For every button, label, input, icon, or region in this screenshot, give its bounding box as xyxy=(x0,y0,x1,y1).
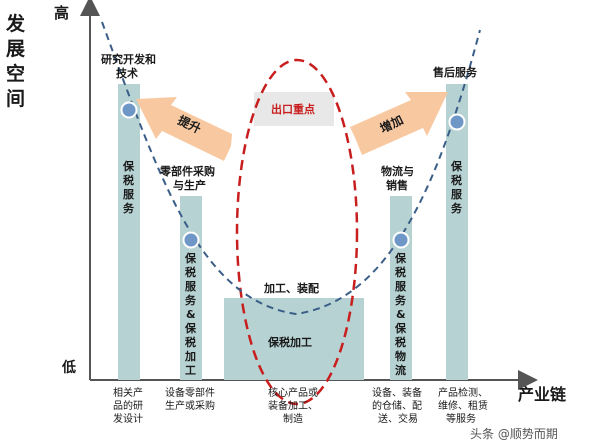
bar-aftersales-text: 保 税 服 务 xyxy=(450,159,463,215)
bar-logistics-char-7: 税 xyxy=(395,335,406,349)
export-focus-box xyxy=(254,92,334,126)
bottom-label-aftersales-line2: 维修、租赁 xyxy=(438,399,488,412)
y-axis-low-label: 低 xyxy=(61,359,76,376)
bar-parts-text: 保 税 服 务 & 保 税 加 工 xyxy=(184,251,197,377)
bar-rd-char-2: 税 xyxy=(123,173,134,187)
bar-rd-char-3: 服 xyxy=(123,188,135,201)
bottom-label-aftersales: 产品检测、 维修、租赁 等服务 xyxy=(438,386,488,425)
bar-parts-char-8: 加 xyxy=(184,349,196,363)
y-axis-title: 发 展 空 间 xyxy=(5,12,26,110)
bottom-label-aftersales-line3: 等服务 xyxy=(446,412,476,425)
bar-parts-char-1: 保 xyxy=(184,251,197,265)
x-axis-title: 产业链 xyxy=(518,385,567,404)
bonded-processing-label: 保税加工 xyxy=(267,335,312,349)
bar-parts-char-5: & xyxy=(186,308,196,321)
bar-core-processing xyxy=(224,298,364,380)
bar-logistics-char-1: 保 xyxy=(394,251,407,265)
bottom-label-rd-line2: 品的研 xyxy=(113,399,143,412)
bar-logistics-char-6: 保 xyxy=(394,321,407,335)
bottom-label-rd: 相关产 品的研 发设计 xyxy=(113,386,143,425)
bar-aftersales-char-1: 保 xyxy=(450,159,463,173)
bar-parts-char-7: 税 xyxy=(185,335,196,349)
bottom-label-core-line2: 装备加工、 xyxy=(268,399,318,412)
y-axis-title-char-4: 间 xyxy=(6,88,25,110)
label-rd-line1: 研究开发和 xyxy=(101,52,156,66)
bar-rd-text: 保 税 服 务 xyxy=(122,159,135,215)
bar-logistics-text: 保 税 服 务 & 保 税 物 流 xyxy=(394,251,407,377)
bar-rd xyxy=(118,84,140,380)
label-rd-line2: 技术 xyxy=(116,66,138,80)
curve-dot-parts xyxy=(182,231,200,249)
bar-aftersales-char-2: 税 xyxy=(451,173,462,187)
bottom-label-parts-line2: 生产或采购 xyxy=(165,399,215,412)
label-logistics-line1: 物流与 xyxy=(381,164,414,178)
bar-rd-char-1: 保 xyxy=(122,159,135,173)
y-axis-title-char-2: 展 xyxy=(6,38,25,60)
bar-rd-char-4: 务 xyxy=(123,201,135,215)
bottom-label-core-line1: 核心产品或 xyxy=(268,386,318,399)
bar-logistics-char-5: & xyxy=(396,308,406,321)
bottom-label-core: 核心产品或 装备加工、 制造 xyxy=(268,386,318,425)
bar-parts-char-2: 税 xyxy=(185,265,196,279)
curve-dot-logistics xyxy=(392,231,410,249)
bar-parts-char-9: 工 xyxy=(185,364,196,377)
arrow-right-increase xyxy=(350,92,448,155)
y-axis-high-label: 高 xyxy=(54,4,69,22)
bar-logistics-char-3: 服 xyxy=(395,280,407,293)
label-parts-line2: 与生产 xyxy=(173,178,206,192)
bottom-label-logistics: 设备、装备 的仓储、配 送、交易 xyxy=(372,386,422,425)
bar-aftersales xyxy=(446,84,468,380)
bar-logistics-char-4: 务 xyxy=(395,293,407,307)
bar-parts-char-4: 务 xyxy=(185,293,197,307)
bar-parts-char-6: 保 xyxy=(184,321,197,335)
bottom-label-logistics-line2: 的仓储、配 xyxy=(372,399,422,412)
bottom-label-aftersales-line1: 产品检测、 xyxy=(438,386,488,399)
export-focus-ellipse xyxy=(235,58,359,406)
smile-curve xyxy=(101,21,481,316)
bottom-label-core-line3: 制造 xyxy=(283,412,303,425)
bar-aftersales-char-3: 服 xyxy=(451,188,463,201)
bar-logistics-char-9: 流 xyxy=(395,363,406,377)
label-aftersales: 售后服务 xyxy=(432,65,478,79)
label-logistics-line2: 销售 xyxy=(386,178,408,192)
label-assembly: 加工、装配 xyxy=(263,281,319,295)
bottom-label-rd-line1: 相关产 xyxy=(113,386,143,399)
bottom-label-parts: 设备零部件 生产或采购 xyxy=(165,386,215,412)
bottom-label-rd-line3: 发设计 xyxy=(113,412,143,425)
curve-dot-rd xyxy=(120,101,138,119)
label-parts-line1: 零部件采购 xyxy=(159,164,215,178)
bar-logistics-char-2: 税 xyxy=(395,265,406,279)
bar-aftersales-char-4: 务 xyxy=(451,201,463,215)
bottom-label-logistics-line1: 设备、装备 xyxy=(372,386,422,399)
y-axis-title-char-1: 发 xyxy=(5,12,26,35)
bar-logistics-char-8: 物 xyxy=(395,349,406,363)
watermark: 头条 @顺势而期 xyxy=(470,427,558,441)
bottom-label-logistics-line3: 送、交易 xyxy=(378,412,418,425)
y-axis-title-char-3: 空 xyxy=(6,62,25,85)
bottom-label-parts-line1: 设备零部件 xyxy=(165,386,215,399)
arrow-left-upgrade xyxy=(136,97,232,161)
curve-dot-aftersales xyxy=(448,113,466,131)
export-focus-label: 出口重点 xyxy=(271,102,315,116)
bar-parts-char-3: 服 xyxy=(185,280,197,293)
